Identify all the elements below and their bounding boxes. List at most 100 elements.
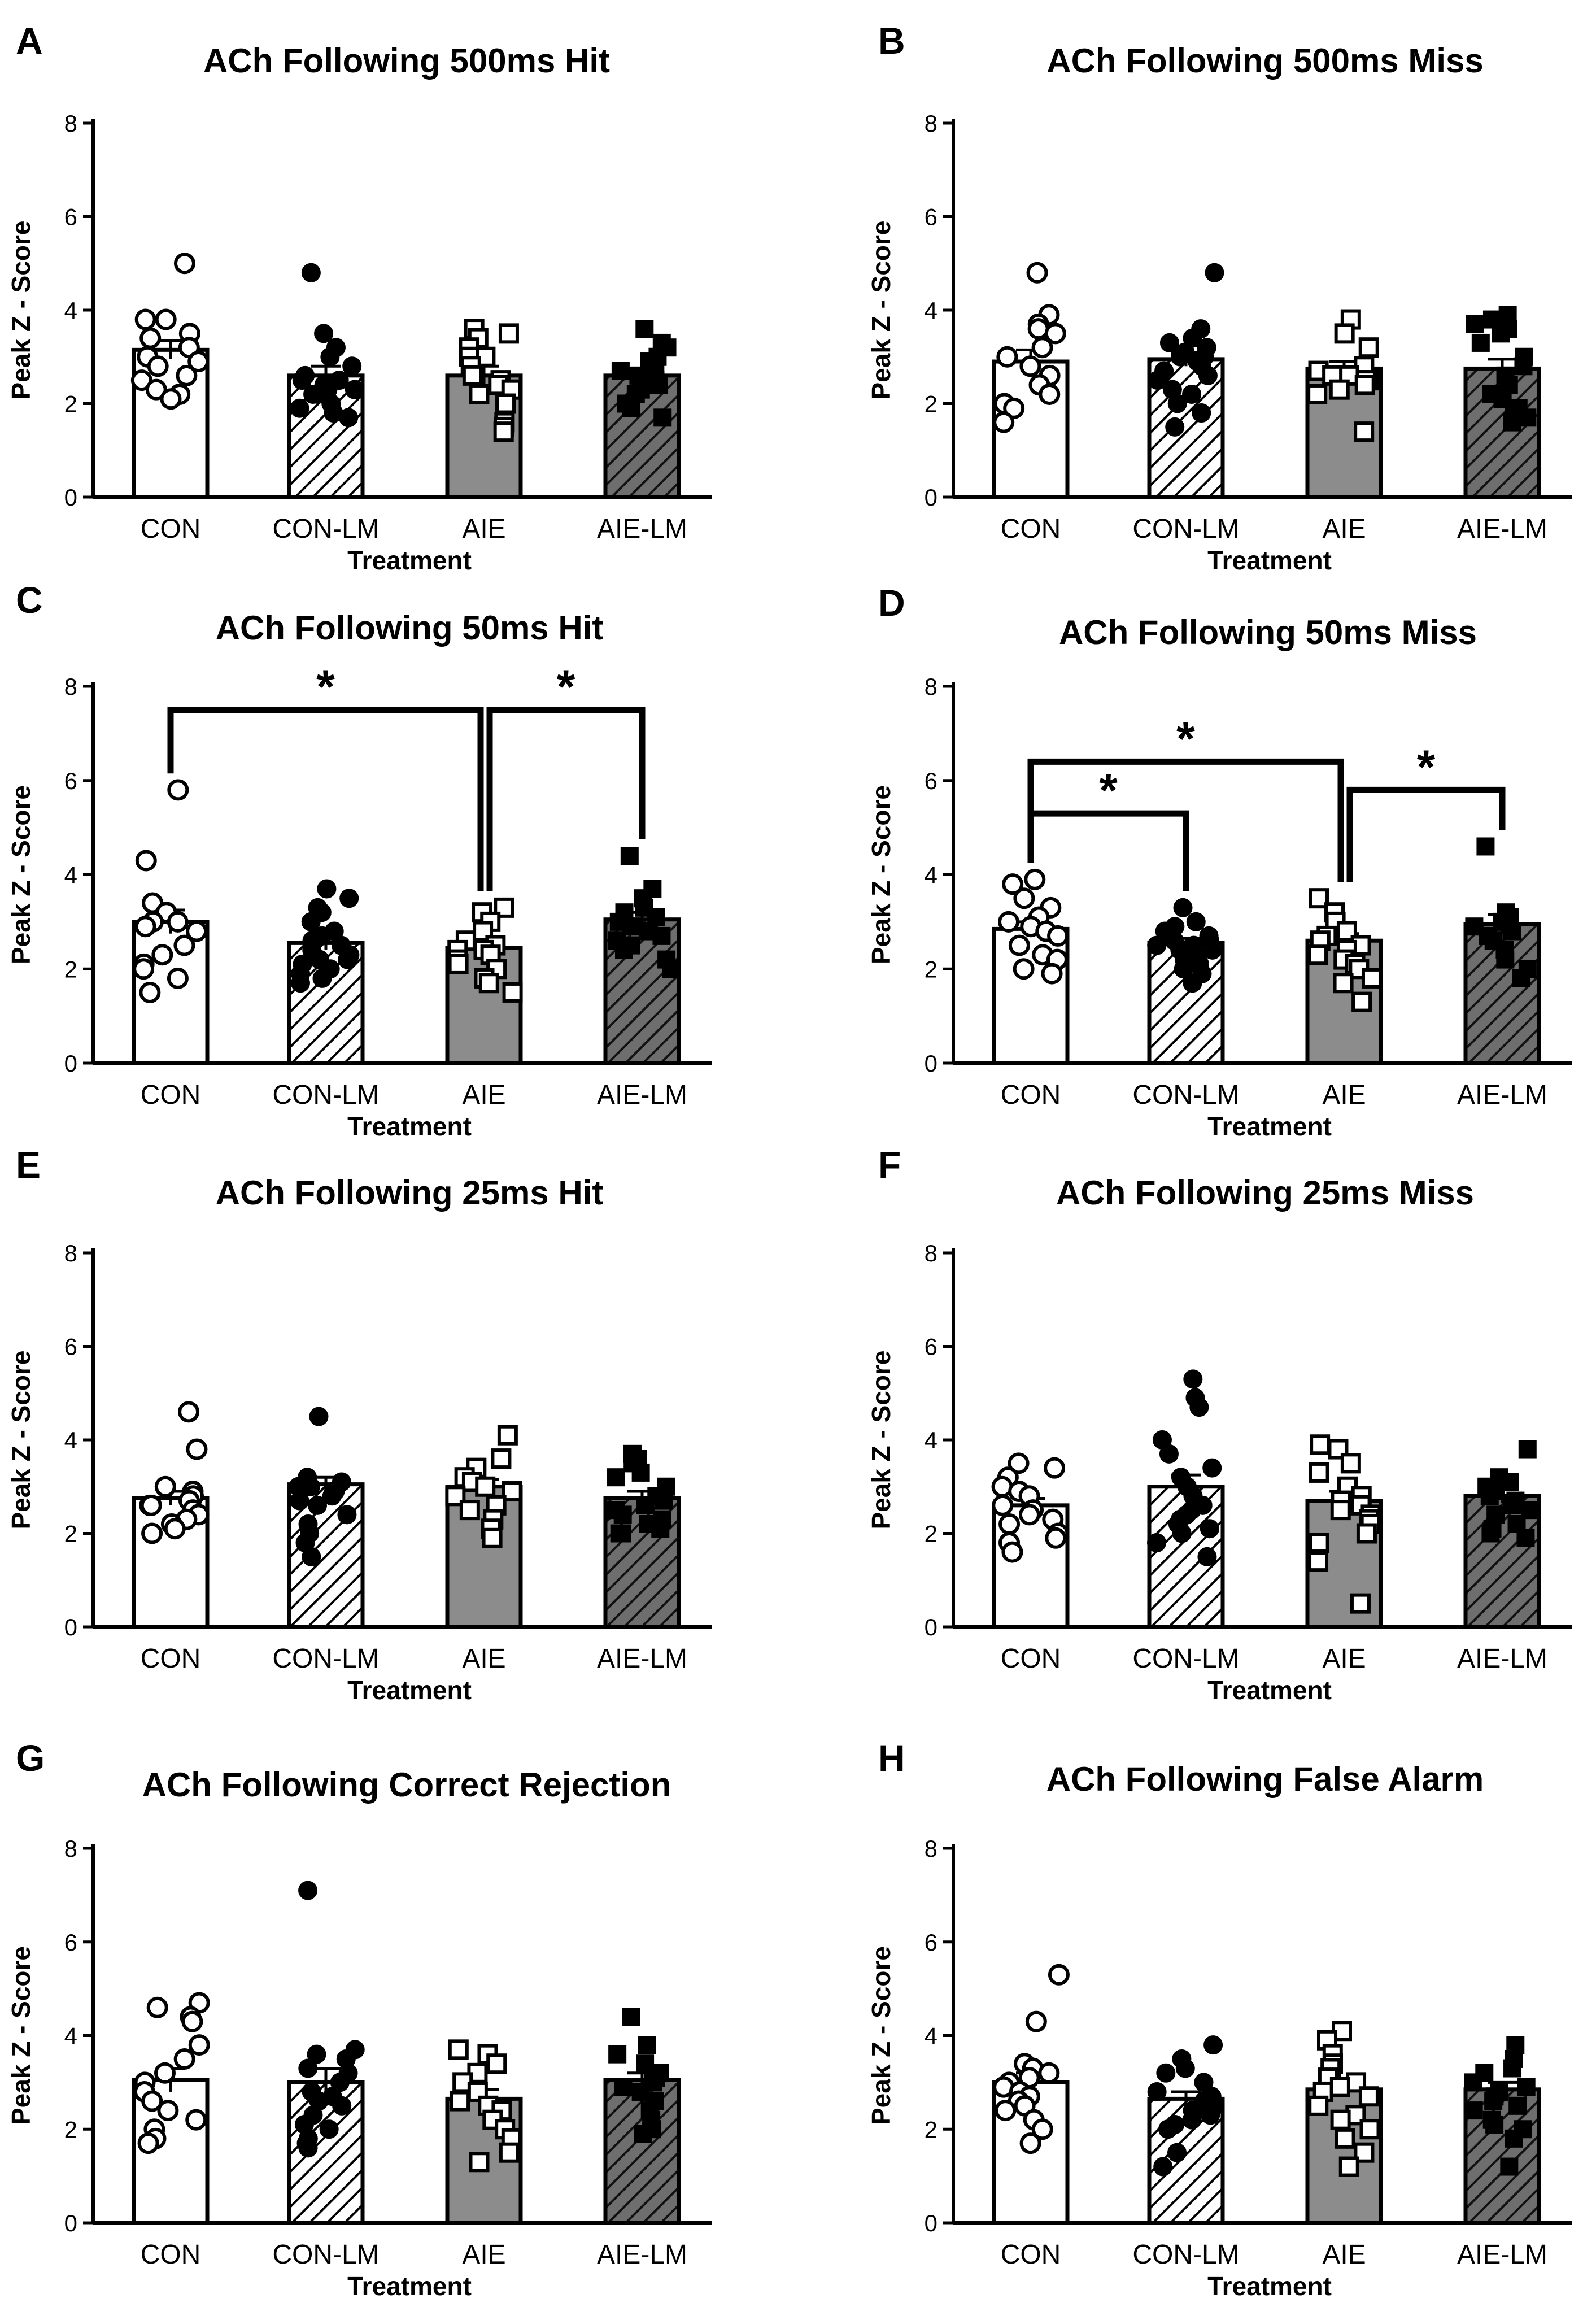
data-point-g-con <box>146 1996 168 2018</box>
data-point-b-con <box>996 346 1018 368</box>
data-point-a-con <box>173 253 195 275</box>
data-point-e-aie <box>502 1481 522 1502</box>
data-point-b-aie-lm <box>1492 324 1510 343</box>
data-point-d-aie <box>1333 973 1354 994</box>
data-point-g-aie <box>469 2152 490 2173</box>
data-point-d-aie <box>1307 944 1328 965</box>
data-point-g-con <box>154 2062 176 2084</box>
data-point-h-aie-lm <box>1485 2115 1504 2134</box>
y-axis-label-g: Peak Z - Score <box>6 1946 36 2125</box>
data-point-b-con <box>1027 318 1049 340</box>
data-point-c-aie-lm <box>662 960 681 978</box>
data-point-h-aie <box>1330 2109 1351 2130</box>
data-point-f-aie-lm <box>1480 1487 1499 1505</box>
data-point-b-con-lm <box>1205 263 1224 282</box>
data-point-b-con-lm <box>1165 417 1185 437</box>
data-point-h-aie-lm <box>1464 2073 1482 2092</box>
data-point-h-con <box>1038 2062 1060 2084</box>
y-tick-label-d-0: 0 <box>925 1050 937 1077</box>
panel-letter-f: F <box>878 1144 901 1186</box>
data-point-c-aie <box>502 982 523 1003</box>
data-point-b-con <box>993 411 1015 433</box>
data-point-d-aie <box>1309 888 1329 909</box>
data-point-f-aie-lm <box>1516 1529 1535 1547</box>
y-tick-label-b-4: 4 <box>925 297 937 324</box>
data-point-a-con <box>147 355 169 377</box>
x-tick-label-c-con: CON <box>141 1080 201 1110</box>
data-point-d-aie-lm <box>1512 969 1530 987</box>
x-axis-label-a: Treatment <box>347 546 472 575</box>
data-point-e-aie <box>497 1425 518 1446</box>
x-tick-label-d-con: CON <box>1001 1080 1061 1110</box>
data-point-c-con <box>167 911 189 933</box>
data-point-d-con <box>1024 868 1046 890</box>
data-point-g-aie <box>448 2039 469 2060</box>
x-tick-label-d-aie-lm: AIE-LM <box>1457 1080 1547 1110</box>
data-point-d-aie <box>1351 991 1372 1012</box>
data-point-a-aie <box>493 421 514 442</box>
data-point-e-aie-lm <box>651 1520 670 1538</box>
data-point-e-aie <box>475 1476 496 1497</box>
y-tick-label-a-2: 2 <box>64 391 77 417</box>
data-point-f-aie <box>1309 1462 1329 1483</box>
data-point-b-con-lm <box>1182 384 1202 404</box>
data-point-f-con-lm <box>1197 1547 1217 1566</box>
data-point-a-aie-lm <box>611 362 630 380</box>
y-tick-label-c-4: 4 <box>64 862 77 889</box>
data-point-h-con-lm <box>1156 2063 1176 2083</box>
data-point-b-con-lm <box>1198 365 1218 385</box>
data-point-a-con-lm <box>290 398 309 418</box>
data-point-d-aie-lm <box>1496 950 1515 969</box>
panel-title-f: ACh Following 25ms Miss <box>1056 1174 1474 1212</box>
data-point-f-aie-lm <box>1503 1496 1521 1514</box>
data-point-g-aie-lm <box>614 2078 633 2096</box>
data-point-g-con-lm <box>332 2096 352 2116</box>
data-point-h-con <box>995 2100 1017 2122</box>
data-point-f-con <box>1018 1504 1040 1526</box>
data-point-c-con <box>135 850 157 872</box>
y-tick-label-h-8: 8 <box>925 1835 937 1862</box>
x-axis-label-e: Treatment <box>347 1675 472 1705</box>
data-point-e-aie <box>445 1486 466 1507</box>
y-tick-label-g-8: 8 <box>64 1835 77 1862</box>
data-point-a-con <box>176 364 198 386</box>
data-point-d-aie-lm <box>1503 922 1521 941</box>
y-tick-label-g-6: 6 <box>64 1929 77 1956</box>
data-point-f-aie-lm <box>1518 1440 1537 1459</box>
data-point-h-aie <box>1354 2142 1375 2163</box>
y-tick-label-e-6: 6 <box>64 1334 77 1360</box>
data-point-g-aie-lm <box>608 2045 627 2064</box>
data-point-b-con <box>1019 355 1041 377</box>
data-point-g-aie-lm <box>634 2125 652 2143</box>
x-tick-label-c-aie: AIE <box>462 1080 505 1110</box>
data-point-g-aie <box>486 2053 507 2074</box>
data-point-h-aie-lm <box>1484 2092 1503 2110</box>
y-tick-label-f-4: 4 <box>925 1427 937 1453</box>
y-tick-label-g-0: 0 <box>64 2210 77 2236</box>
x-axis-label-b: Treatment <box>1207 546 1332 575</box>
data-point-d-aie <box>1361 968 1382 989</box>
x-tick-label-h-con: CON <box>1001 2240 1061 2270</box>
x-tick-label-e-aie-lm: AIE-LM <box>597 1644 687 1674</box>
y-tick-label-d-8: 8 <box>925 673 937 700</box>
data-point-h-aie <box>1358 2086 1379 2107</box>
data-point-e-con-lm <box>309 1407 329 1426</box>
data-point-c-aie-lm <box>620 847 639 865</box>
significance-bracket-d-3 <box>1346 786 1506 882</box>
x-tick-label-c-con-lm: CON-LM <box>272 1080 379 1110</box>
data-point-d-con-lm <box>1147 935 1167 955</box>
data-point-f-aie <box>1356 1523 1377 1544</box>
data-point-c-con-lm <box>290 973 310 993</box>
data-point-f-con <box>992 1494 1014 1516</box>
data-point-d-con <box>1013 958 1035 980</box>
x-tick-label-e-con-lm: CON-LM <box>272 1644 379 1674</box>
panel-title-c: ACh Following 50ms Hit <box>216 609 604 647</box>
panel-title-g: ACh Following Correct Rejection <box>142 1766 671 1804</box>
data-point-b-aie <box>1307 384 1328 404</box>
y-tick-label-e-0: 0 <box>64 1614 77 1640</box>
panel-letter-h: H <box>878 1737 905 1779</box>
data-point-f-con-lm <box>1189 1398 1209 1417</box>
data-point-h-con <box>1019 2132 1041 2154</box>
data-point-h-con-lm <box>1182 2110 1202 2130</box>
x-tick-label-g-aie-lm: AIE-LM <box>597 2240 687 2270</box>
